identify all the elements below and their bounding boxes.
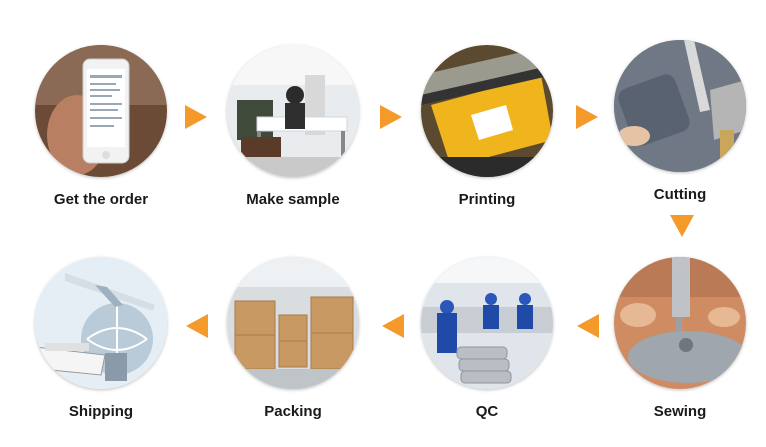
step-label: Printing	[458, 191, 516, 208]
arrow-down-icon	[670, 215, 694, 237]
scissors-fabric-icon	[614, 40, 746, 172]
step-label: Sewing	[653, 403, 707, 420]
step-label: Shipping	[68, 403, 134, 420]
workshop-icon	[227, 45, 359, 177]
step-label: Cutting	[653, 186, 707, 203]
step-qc: QC	[407, 257, 567, 420]
quality-check-icon	[421, 257, 553, 389]
step-label: Get the order	[53, 191, 149, 208]
arrow-left-icon	[186, 314, 208, 338]
arrow-right-icon	[380, 105, 402, 129]
ship-plane-icon	[35, 257, 167, 389]
sewing-machine-icon	[614, 257, 746, 389]
boxes-icon	[227, 257, 359, 389]
step-label: Make sample	[246, 191, 340, 208]
step-get-the-order: Get the order	[21, 45, 181, 208]
step-label: QC	[475, 403, 499, 420]
step-packing: Packing	[213, 257, 373, 420]
printer-icon	[421, 45, 553, 177]
arrow-right-icon	[576, 105, 598, 129]
phone-order-icon	[35, 45, 167, 177]
arrow-left-icon	[577, 314, 599, 338]
step-make-sample: Make sample	[213, 45, 373, 208]
step-sewing: Sewing	[600, 257, 760, 420]
arrow-right-icon	[185, 105, 207, 129]
arrow-left-icon	[382, 314, 404, 338]
step-printing: Printing	[407, 45, 567, 208]
step-shipping: Shipping	[21, 257, 181, 420]
step-label: Packing	[264, 403, 322, 420]
step-cutting: Cutting	[600, 40, 760, 203]
